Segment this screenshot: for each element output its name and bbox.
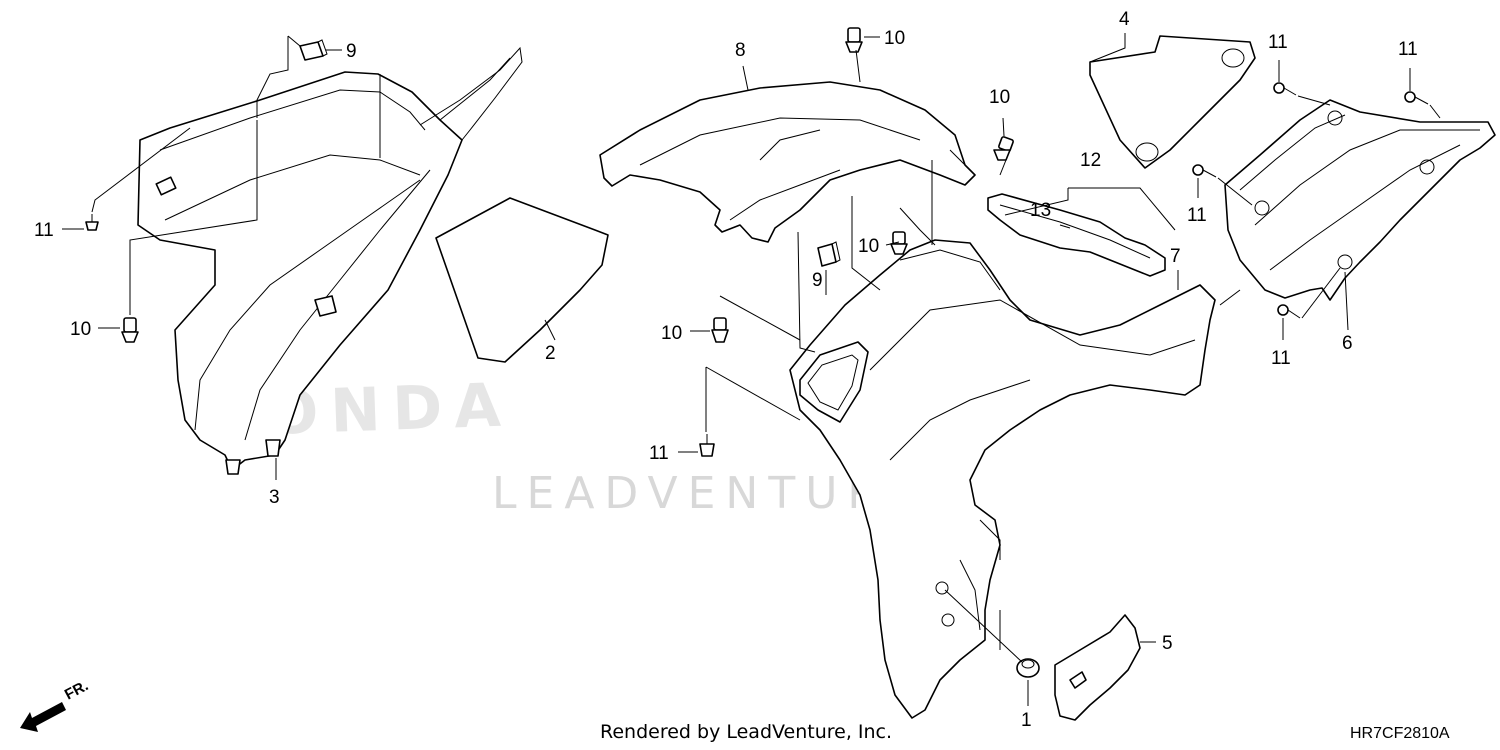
callout-11: 11 [649,443,669,464]
callout-11: 11 [1268,32,1288,53]
callout-1: 1 [1021,710,1032,731]
callout-9: 9 [812,270,823,291]
part-9-block-b [817,241,841,267]
fastener-10-d [890,231,908,255]
part-2-panel [435,197,609,363]
callout-10: 10 [858,236,879,257]
part-13-insulator [987,193,1166,277]
callout-13: 13 [1030,200,1051,221]
callout-7: 7 [1170,246,1181,267]
fastener-10-a [121,317,139,343]
callout-2: 2 [545,343,556,364]
callout-12: 12 [1080,150,1101,171]
callout-labels: 9 11 10 3 2 8 10 10 10 9 10 11 4 12 13 7… [34,9,1418,731]
callout-4: 4 [1119,9,1130,30]
fastener-11-a [85,214,99,231]
callout-5: 5 [1162,633,1173,654]
diagram-code: HR7CF2810A [1350,725,1450,742]
watermark-text: LEADVENTURE [492,468,926,519]
part-9-block-a [299,39,328,61]
callout-3: 3 [269,487,280,508]
front-direction-indicator: FR. [20,677,91,732]
callout-11: 11 [1187,205,1207,226]
fastener-10-e [711,317,729,343]
callout-8: 8 [735,40,746,61]
part-6-rear-panel [1224,99,1496,301]
leader-lines [62,33,1441,706]
callout-10: 10 [884,28,905,49]
callout-11: 11 [34,220,54,241]
fastener-10-c [993,136,1014,161]
callout-10: 10 [661,323,682,344]
part-4-plate [1089,35,1256,169]
fastener-11-e [1192,164,1217,178]
fastener-11-c [1273,82,1297,96]
part-5-small-cover [1054,614,1141,721]
callout-11: 11 [1398,39,1418,60]
callout-6: 6 [1342,333,1353,354]
callout-11: 11 [1271,348,1291,369]
callout-9: 9 [346,41,357,62]
fastener-10-b [845,27,863,53]
rendered-by-credit: Rendered by LeadVenture, Inc. [600,721,892,743]
fastener-11-f [1277,304,1301,319]
callout-10: 10 [989,87,1010,108]
part-7-right-side-cover [789,239,1216,719]
part-8-upper-cover [599,81,976,243]
fastener-11-d [1404,91,1429,105]
callout-10: 10 [70,319,91,340]
part-1-grommet [1016,658,1040,678]
fastener-11-b [699,434,715,457]
direction-arrow-icon [20,702,66,732]
direction-label: FR. [62,677,91,703]
part-3-left-side-cover [137,46,523,475]
